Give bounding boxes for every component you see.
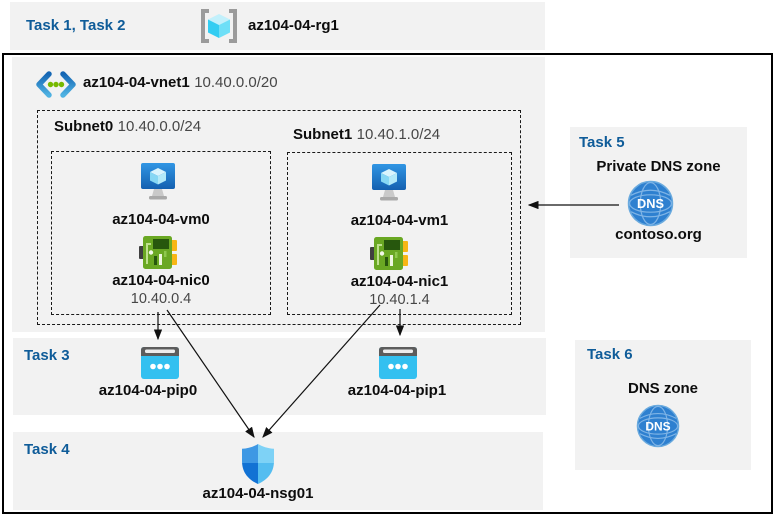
dns-zone-title: DNS zone — [627, 380, 698, 397]
nsg-name: az104-04-nsg01 — [202, 485, 314, 502]
subnet1-cidr: 10.40.1.0/24 — [356, 126, 441, 143]
subnet0-name: Subnet0 — [54, 118, 114, 135]
subnet1-title: Subnet1 10.40.1.0/24 — [293, 126, 440, 144]
virtual-machine-icon — [371, 164, 407, 202]
task6-panel: Task 6 DNS zone DNS — [575, 340, 751, 470]
subnet1-box: az104-04-vm1 az104-04-nic1 10.40.1.4 — [287, 152, 512, 315]
task4-band: Task 4 az104-04-nsg01 — [13, 432, 543, 510]
task3-band: Task 3 az104-04-pip0 az104-04-pip1 — [13, 338, 546, 415]
network-interface-icon — [139, 236, 177, 269]
pip0-name: az104-04-pip0 — [98, 382, 198, 399]
nic0-name: az104-04-nic0 — [112, 272, 210, 289]
dns-badge-text: DNS — [637, 196, 664, 211]
nic1-name: az104-04-nic1 — [350, 273, 449, 290]
private-dns-zone-name: contoso.org — [615, 226, 702, 243]
nic1-ip: 10.40.1.4 — [369, 292, 430, 308]
pip1-name: az104-04-pip1 — [347, 382, 447, 399]
subnet0-title: Subnet0 10.40.0.0/24 — [54, 118, 201, 136]
virtual-network-icon — [35, 71, 77, 98]
subnet0-cidr: 10.40.0.0/24 — [117, 118, 202, 135]
private-dns-zone-title: Private DNS zone — [596, 158, 721, 175]
task5-panel: Task 5 Private DNS zone DNS contoso.org — [570, 127, 747, 258]
vnet-panel: az104-04-vnet1 10.40.0.0/20 Subnet0 10.4… — [12, 57, 545, 332]
task4-label: Task 4 — [24, 441, 70, 458]
task1-task2-band: Task 1, Task 2 az104-04-rg1 — [10, 2, 545, 50]
resource-group-name: az104-04-rg1 — [248, 17, 339, 34]
diagram-outer-frame — [2, 53, 773, 514]
network-security-group-icon — [242, 444, 274, 484]
task1-task2-label: Task 1, Task 2 — [26, 17, 126, 34]
vm1-name: az104-04-vm1 — [350, 212, 449, 229]
nic0-ip: 10.40.0.4 — [130, 291, 192, 307]
dns-badge-text: DNS — [645, 419, 670, 433]
subnet1-name: Subnet1 — [293, 126, 353, 143]
dns-zone-icon: DNS — [636, 404, 680, 448]
network-interface-icon — [370, 237, 408, 270]
vnet-name: az104-04-vnet1 — [83, 74, 190, 91]
task3-label: Task 3 — [24, 347, 70, 364]
task6-label: Task 6 — [587, 346, 633, 363]
subnet0-box: az104-04-vm0 az104-04-nic0 10.40.0.4 — [51, 151, 271, 315]
dns-zone-icon: DNS — [627, 180, 674, 227]
vm0-name: az104-04-vm0 — [112, 211, 210, 228]
public-ip-icon — [141, 347, 179, 379]
vnet-cidr: 10.40.0.0/20 — [194, 74, 278, 91]
task5-label: Task 5 — [579, 134, 625, 151]
vnet-title: az104-04-vnet1 10.40.0.0/20 — [83, 74, 278, 92]
public-ip-icon — [379, 347, 417, 379]
virtual-machine-icon — [140, 163, 176, 201]
resource-group-icon — [197, 8, 241, 44]
